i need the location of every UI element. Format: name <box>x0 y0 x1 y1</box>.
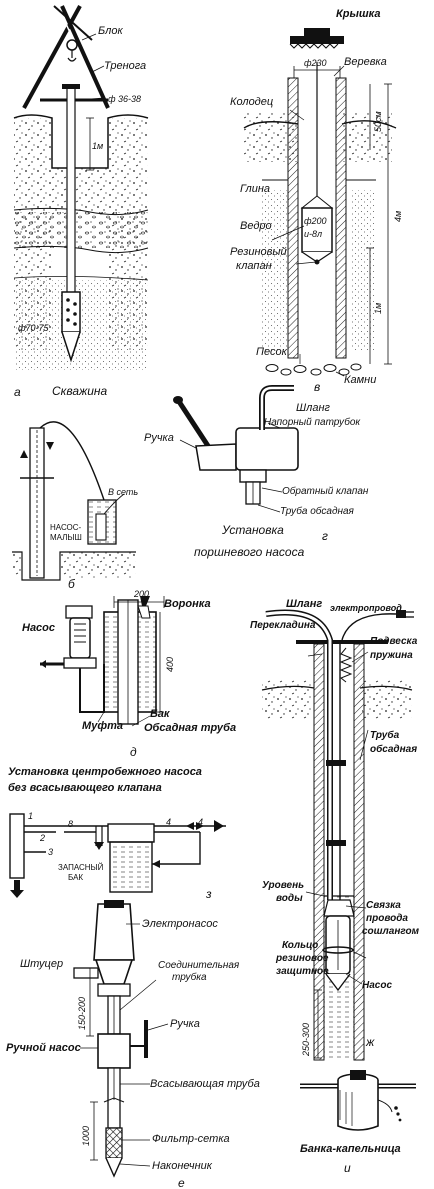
label-filtr: Фильтр-сетка <box>152 1133 230 1145</box>
label-perekladina: Перекладина <box>250 620 316 631</box>
label-glina: Глина <box>240 183 270 195</box>
figure-a-letter: а <box>14 385 21 399</box>
figure-e-letter: е <box>178 1176 185 1189</box>
label-koltso-line3: защитное <box>276 966 329 977</box>
label-vedro: Ведро <box>240 220 272 232</box>
label-pesok: Песок <box>256 346 287 358</box>
label-dia-230: ф230 <box>304 58 327 68</box>
figure-d-letter: д <box>130 745 137 759</box>
label-dia-top: ф 36-38 <box>108 94 142 104</box>
label-z-4a: 4 <box>166 817 172 827</box>
label-dim-250-300: 250-300 <box>301 1022 311 1056</box>
label-shtutser: Штуцер <box>20 958 64 970</box>
label-ruchka-g: Ручка <box>144 432 174 444</box>
figure-v-letter: в <box>314 380 321 394</box>
label-dia-bottom: ф70-75 <box>18 323 49 333</box>
figure-z-letter: з <box>206 887 212 901</box>
label-koltso-line2: резиновое <box>276 953 329 964</box>
label-klapan-line2: клапан <box>236 260 272 272</box>
figure-d-pump-tank <box>40 596 165 727</box>
figure-i-drip-can <box>300 1070 416 1131</box>
label-dim-200: 200 <box>134 589 150 599</box>
label-obratny: Обратный клапан <box>282 486 369 497</box>
figure-g-letter: г <box>322 529 328 543</box>
label-koltso-line1: Кольцо <box>282 940 319 951</box>
label-uroven-line1: Уровень <box>262 880 305 891</box>
label-dim-150-200: 150-200 <box>77 996 87 1030</box>
label-kolodets: Колодец <box>230 96 274 108</box>
label-z-2: 2 <box>40 833 46 843</box>
label-podveska-line2: пружина <box>370 650 413 661</box>
label-elektronasos: Электронасос <box>142 918 218 930</box>
figure-z-title-line1: Установка центробежного насоса <box>8 766 202 778</box>
label-z-3: 3 <box>48 847 54 857</box>
label-dim-4m: 4м <box>393 210 403 222</box>
label-dim-50cm: 50см <box>373 111 383 132</box>
label-dim-1000: 1000 <box>81 1125 91 1146</box>
label-klapan-line1: Резиновый <box>230 246 287 258</box>
label-nakonechnik: Наконечник <box>152 1160 212 1172</box>
label-svyazka-line1: Связка <box>366 900 401 911</box>
label-bucket-volume: и-8л <box>304 229 323 239</box>
label-svyazka-line3: сошлангом <box>362 926 419 937</box>
figure-z-title-line2: без всасывающего клапана <box>8 782 162 794</box>
label-svyazka-line2: провода <box>366 913 408 924</box>
label-soed-line1: Соединительная <box>158 960 240 971</box>
figure-b-letter: б <box>68 577 75 591</box>
label-v-set: В сеть <box>108 487 139 497</box>
figure-g-piston-pump <box>173 385 299 513</box>
label-truba-line2: обсадная <box>370 744 418 755</box>
label-zapas-line2: БАК <box>68 873 84 882</box>
figure-a-borehole <box>13 5 149 370</box>
label-z-1: 1 <box>28 811 34 821</box>
label-nasos-malysh-line1: НАСОС- <box>50 523 82 532</box>
label-zapas-line1: ЗАПАСНЫЙ <box>58 863 104 872</box>
label-dim-400: 400 <box>165 656 175 672</box>
label-dim-1m: 1м <box>373 302 383 314</box>
figure-z-centrifugal-scheme <box>9 813 226 898</box>
figure-g-caption-line1: Установка <box>222 523 284 537</box>
label-soed-line2: трубка <box>172 972 207 983</box>
label-trenoga: Тренога <box>104 60 147 72</box>
label-mufta: Муфта <box>82 720 124 732</box>
label-kryshka: Крышка <box>336 8 381 20</box>
label-uroven-line2: воды <box>276 893 303 904</box>
figure-v-well <box>243 28 397 377</box>
label-bucket-dia: ф200 <box>304 216 327 226</box>
figure-zh-letter: ж <box>366 1035 375 1049</box>
label-voronka: Воронка <box>164 598 211 610</box>
label-truba-obsadnaya-g: Труба обсадная <box>280 506 354 517</box>
label-truba-line1: Труба <box>370 730 400 741</box>
figure-i-caption: Банка-капельница <box>300 1143 401 1155</box>
figure-i-letter: и <box>344 1161 351 1175</box>
label-podveska-line1: Подвеска <box>370 636 418 647</box>
label-depth-1m: 1м <box>92 141 104 151</box>
label-shlang-g: Шланг <box>296 402 330 414</box>
label-shlang-zh: Шланг <box>286 598 323 610</box>
label-kamni: Камни <box>344 374 377 386</box>
label-z-4b: 4 <box>198 817 204 827</box>
label-nasos-malysh-line2: МАЛЫШ <box>50 533 82 542</box>
label-z-8: 8 <box>68 819 74 829</box>
label-blok: Блок <box>98 25 123 37</box>
label-obsadnaya-d: Обсадная труба <box>144 722 237 734</box>
label-verevka: Веревка <box>344 56 387 68</box>
label-elektroprovod: электропровод <box>330 603 402 613</box>
label-nasos-d: Насос <box>22 622 56 634</box>
label-ruchnoy-nasos: Ручной насос <box>6 1042 81 1054</box>
label-napor: Напорный патрубок <box>264 417 361 428</box>
label-bak: Бак <box>150 708 170 720</box>
figure-b-malysh <box>12 421 136 581</box>
label-nasos-zh: Насос <box>362 980 393 991</box>
figure-g-caption-line2: поршневого насоса <box>194 545 305 559</box>
label-ruchka-e: Ручка <box>170 1018 200 1030</box>
figure-a-caption: Скважина <box>52 384 108 398</box>
figure-e-electric-hand-pump <box>73 900 169 1178</box>
figure-zh-submersible-pump <box>261 609 414 1061</box>
label-vsas-truba: Всасывающая труба <box>150 1078 260 1090</box>
